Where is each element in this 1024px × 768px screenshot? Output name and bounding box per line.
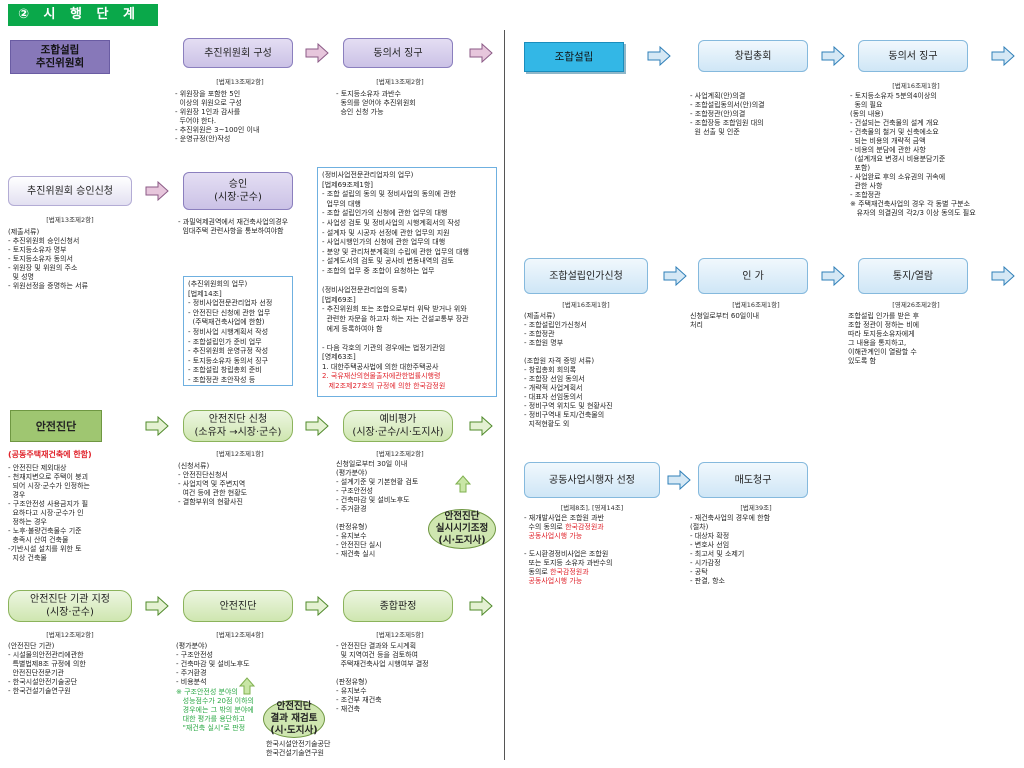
text-b10-note: ※ 구조안전성 분야의 성능점수가 20점 이하의 경우에는 그 밖의 분야에 … bbox=[176, 688, 254, 732]
arrow-up-review bbox=[238, 677, 256, 695]
section-header: ② 시 행 단 계 Ⅰ bbox=[8, 4, 158, 44]
note-b4: [법제13조제2항] bbox=[46, 216, 94, 224]
note-b3: [법제13조제2항] bbox=[376, 78, 424, 86]
note-b2: [법제13조제2항] bbox=[216, 78, 264, 86]
text-b9: (안전진단 기관) - 시설물의안전관리에관한 특별법제8조 규정에 의한 안전… bbox=[8, 642, 86, 695]
text-b4: (제출서류) - 추진위원회 승인신청서 - 토지등소유자 명부 - 토지등소유… bbox=[8, 228, 89, 290]
arrow-b10-b11 bbox=[305, 596, 329, 616]
box-approval: 인 가 bbox=[698, 258, 808, 294]
arrow-r5-r6 bbox=[821, 266, 845, 286]
text-r7-a: - 재개발사업은 조합원 과반 수의 동의로 한국감정원과 공동사업시행 가능 bbox=[524, 514, 604, 541]
arrow-r3-next bbox=[991, 46, 1015, 66]
box-consent-collection-right: 동의서 징구 bbox=[858, 40, 968, 72]
text-r3: - 토지등소유자 5분의4이상의 동의 필요 (동의 내용) - 건설되는 건축… bbox=[850, 92, 976, 217]
arrow-r2-r3 bbox=[821, 46, 845, 66]
text-b2: - 위원장을 포함한 5인 이상의 위원으로 구성 - 위원장 1인과 감사를 … bbox=[175, 90, 260, 143]
text-b8: 신청일로부터 30일 이내 (평가분야) - 설계기준 및 기본현황 검토 - … bbox=[336, 460, 419, 558]
note-b11: [법제12조제5항] bbox=[376, 631, 424, 639]
text-b3: - 토지등소유자 과반수 동의를 얻어야 추진위원회 승인 신청 가능 bbox=[336, 90, 416, 116]
box-approval-mayor: 승인 (시장·군수) bbox=[183, 172, 293, 210]
arrow-b11-next bbox=[469, 596, 493, 616]
text-r5: 신청일로부터 60일이내 처리 bbox=[690, 312, 760, 329]
infobox-committee-duties: (추진위원회의 업무) [법제14조] - 정비사업전문관리업자 선정 - 안전… bbox=[183, 276, 293, 386]
arrow-b8-next bbox=[469, 416, 493, 436]
text-r7-b: - 도시환경정비사업은 조합원 또는 토지등 소유자 과반수의 동의로 한국감정… bbox=[524, 550, 612, 586]
arrow-r4-r5 bbox=[663, 266, 687, 286]
note-r4: [법제16조제1항] bbox=[562, 301, 610, 309]
box-association-committee: 조합설립 추진위원회 bbox=[10, 40, 110, 74]
arrow-b6-b7 bbox=[145, 416, 169, 436]
arrow-b7-b8 bbox=[305, 416, 329, 436]
arrow-b3-next bbox=[469, 43, 493, 63]
box-sale-demand: 매도청구 bbox=[698, 462, 808, 498]
box-diagnosis: 안전진단 bbox=[183, 590, 293, 622]
arrow-r1-r2 bbox=[647, 46, 671, 66]
box-association-approval-request: 조합설립인가신청 bbox=[524, 258, 648, 294]
text-r7-a-red: 한국감정원과 공동사업시행 가능 bbox=[528, 523, 604, 540]
label-reconstruction-only: (공동주택재건축에 한함) bbox=[8, 450, 92, 459]
box-agency-designation: 안전진단 기관 지정 (시장·군수) bbox=[8, 590, 132, 622]
box-joint-operator-selection: 공동사업시행자 선정 bbox=[524, 462, 660, 498]
text-r6: 조합설립 인가를 받은 후 조합 정관이 정하는 비에 따라 토지등소유자에게 … bbox=[848, 312, 920, 365]
box-association-establishment: 조합설립 bbox=[524, 42, 624, 72]
text-b6: - 안전진단 제외대상 - 천재지변으로 주택이 붕괴 되어 시장·군수가 인정… bbox=[8, 464, 90, 562]
text-b11: - 안전진단 결과와 도시계획 및 지역여건 등을 검토하여 주택재건축사업 시… bbox=[336, 642, 429, 713]
box-approval-request: 추진위원회 승인신청 bbox=[8, 176, 132, 206]
text-b10: (평가분야) - 구조안전성 - 건축마감 및 설비노후도 - 주거환경 - 비… bbox=[176, 642, 250, 686]
box-safety-diagnosis: 안전진단 bbox=[10, 410, 102, 442]
section-divider bbox=[504, 30, 505, 760]
note-b8: [법제12조제2항] bbox=[376, 450, 424, 458]
note-r6: [영제26조제2항] bbox=[892, 301, 940, 309]
note-r5: [법제16조제1항] bbox=[732, 301, 780, 309]
box-committee-composition: 추진위원회 구성 bbox=[183, 38, 293, 68]
text-r8: - 재건축사업의 경우에 한함 (절차) - 대상자 확정 - 변호사 선임 -… bbox=[690, 514, 771, 585]
arrow-up-timing bbox=[454, 475, 472, 493]
note-b10: [법제12조제4항] bbox=[216, 631, 264, 639]
infobox-committee-text: (추진위원회의 업무) [법제14조] - 정비사업전문관리업자 선정 - 안전… bbox=[188, 280, 273, 384]
text-r2: - 사업계획(안)의결 - 조합설립동의서(안)의결 - 조합정관(안)의결 -… bbox=[690, 92, 765, 136]
box-diagnosis-request: 안전진단 신청 (소유자 →시장·군수) bbox=[183, 410, 293, 442]
note-b9: [법제12조제2항] bbox=[46, 631, 94, 639]
box-notice-inspection: 통지/열람 bbox=[858, 258, 968, 294]
note-r3: [법제16조제1항] bbox=[892, 82, 940, 90]
arrow-r6-next bbox=[991, 266, 1015, 286]
arrow-b2-b3 bbox=[305, 43, 329, 63]
text-b12: 한국시설안전기술공단 한국건설기술연구원 bbox=[266, 740, 331, 757]
circle-timing-adjustment: 안전진단 실시시기조정 (시·도지사) bbox=[428, 509, 496, 549]
box-founding-meeting: 창립총회 bbox=[698, 40, 808, 72]
text-r4: (제출서류) - 조합설립인가신청서 - 조합정관 - 조합원 명부 (조합원 … bbox=[524, 312, 613, 428]
box-consent-collection: 동의서 징구 bbox=[343, 38, 453, 68]
text-r7-b-red: 한국감정원과 공동사업시행 가능 bbox=[528, 568, 589, 585]
arrow-r7-r8 bbox=[667, 470, 691, 490]
text-b5: - 과밀억제권역에서 재건축사업의경우 임대주택 관련사항을 통보하여야함 bbox=[178, 218, 289, 235]
infobox-management-text: (정비사업전문관리업자의 업무) [법제69조제1항] - 조합 설립의 동의 … bbox=[322, 171, 469, 371]
text-b7: (신청서류) - 안전진단신청서 - 사업지역 및 주변지역 여건 등에 관한 … bbox=[178, 462, 248, 506]
box-comprehensive-judgment: 종합판정 bbox=[343, 590, 453, 622]
circle-result-review: 안전진단 결과 재검토 (시·도지사) bbox=[263, 700, 325, 738]
text-r7-a-body: - 재개발사업은 조합원 과반 수의 동의로 bbox=[524, 514, 605, 531]
arrow-b4-b5 bbox=[145, 181, 169, 201]
note-r8: [법제39조] bbox=[740, 504, 772, 512]
note-b7: [법제12조제1항] bbox=[216, 450, 264, 458]
infobox-management-red: 2. 국유재산의현물출자에관한법률시행령 제2조제27호의 규정에 의한 한국감… bbox=[322, 372, 446, 391]
infobox-management-duties: (정비사업전문관리업자의 업무) [법제69조제1항] - 조합 설립의 동의 … bbox=[317, 167, 497, 397]
arrow-b9-b10 bbox=[145, 596, 169, 616]
box-preliminary-evaluation: 예비평가 (시장·군수/시·도지사) bbox=[343, 410, 453, 442]
note-r7: [법제8조], [영제14조] bbox=[560, 504, 624, 512]
text-r7-b-body: - 도시환경정비사업은 조합원 또는 토지등 소유자 과반수의 동의로 bbox=[524, 550, 613, 576]
